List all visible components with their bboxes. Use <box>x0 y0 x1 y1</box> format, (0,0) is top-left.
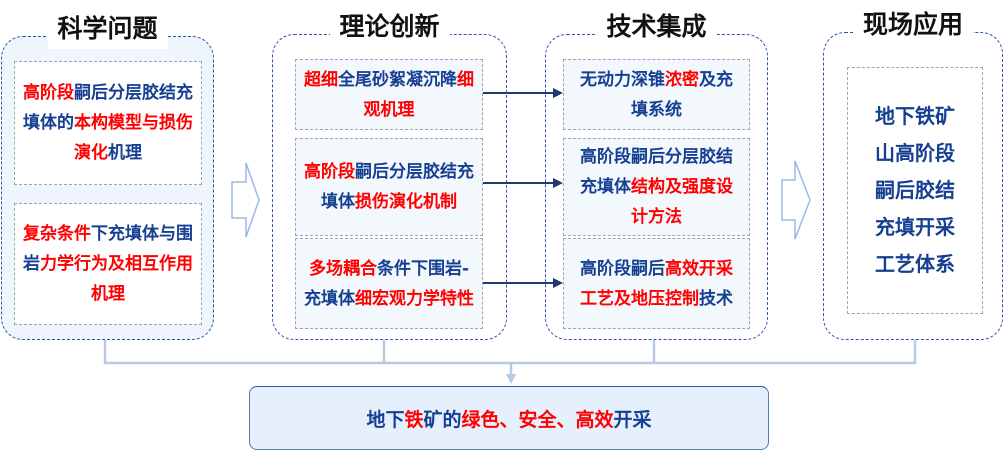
group-title: 现场应用 <box>852 5 974 45</box>
text-segment: 结构及强度设计方法 <box>631 177 733 227</box>
text-segment: 条件下围岩-充填体 <box>304 258 470 309</box>
text-segment: 嗣后分层胶结充填体 <box>321 162 474 212</box>
group-title: 理论创新 <box>329 7 450 47</box>
text-segment: 浓密 <box>665 69 699 90</box>
text-segment: 开采 <box>613 408 652 431</box>
text-segment: 绿色、安全、高效 <box>461 408 614 431</box>
rich-text: 高阶段嗣后高效开采工艺及地压控制技术 <box>564 254 749 314</box>
hollow-right-arrow-icon <box>781 160 811 240</box>
group-field-application: 现场应用 地下铁矿 山高阶段 嗣后胶结 充填开采 工艺体系 <box>823 5 1003 340</box>
group-technology-integration: 技术集成 无动力深锥浓密及充填系统 高阶段嗣后分层胶结充填体结构及强度设计方法 … <box>545 7 768 340</box>
text-segment: 超细 <box>304 69 338 90</box>
text-segment: 技术 <box>699 288 733 309</box>
application-text: 地下铁矿 山高阶段 嗣后胶结 充填开采 工艺体系 <box>875 98 955 283</box>
rich-text: 复杂条件下充填体与围岩力学行为及相互作用机理 <box>15 219 201 309</box>
text-segment: 细宏观力学特性 <box>355 288 474 309</box>
collector-lines <box>103 340 917 378</box>
application-line: 嗣后胶结 <box>875 178 955 202</box>
group-scientific-problems: 科学问题 高阶段嗣后分层胶结充填体的本构模型与损伤演化机理 复杂条件下充填体与围… <box>1 9 214 340</box>
technology-box: 高阶段嗣后高效开采工艺及地压控制技术 <box>563 238 750 329</box>
theory-box: 超细全尾砂絮凝沉降细观机理 <box>295 59 483 130</box>
text-segment: 本构模型与损伤演化 <box>74 113 193 163</box>
application-line: 山高阶段 <box>875 141 955 165</box>
group-title: 技术集成 <box>596 7 717 47</box>
rich-text: 高阶段嗣后分层胶结充填体结构及强度设计方法 <box>564 142 749 232</box>
text-segment: 高阶段嗣后分层胶结充填体 <box>580 147 733 197</box>
text-segment: 高效开采工艺及地压控制 <box>580 258 733 309</box>
rich-text: 无动力深锥浓密及充填系统 <box>564 65 749 125</box>
text-segment: 全尾砂絮凝沉降 <box>338 69 457 90</box>
rich-text: 高阶段嗣后分层胶结充填体的本构模型与损伤演化机理 <box>15 78 201 168</box>
application-box: 地下铁矿 山高阶段 嗣后胶结 充填开采 工艺体系 <box>847 67 983 314</box>
text-segment: 高阶段 <box>23 83 74 103</box>
text-segment: 损伤演化机制 <box>355 192 457 212</box>
text-segment: 地下 <box>366 408 405 431</box>
goal-box: 地下铁矿的绿色、安全、高效开采 <box>249 386 769 450</box>
theory-box: 高阶段嗣后分层胶结充填体损伤演化机制 <box>295 138 483 236</box>
down-arrow-icon <box>506 374 516 384</box>
text-segment: 无动力深锥 <box>580 69 665 90</box>
text-segment: 高阶段 <box>304 162 355 182</box>
text-segment: 矿的 <box>423 408 462 431</box>
theory-box: 多场耦合条件下围岩-充填体细宏观力学特性 <box>295 238 483 329</box>
application-line: 工艺体系 <box>875 252 955 276</box>
rich-text: 超细全尾砂絮凝沉降细观机理 <box>296 65 482 125</box>
goal-text: 地下铁矿的绿色、安全、高效开采 <box>366 405 651 432</box>
hollow-right-arrow-icon <box>231 162 260 238</box>
rich-text: 多场耦合条件下围岩-充填体细宏观力学特性 <box>296 254 482 314</box>
problem-box: 高阶段嗣后分层胶结充填体的本构模型与损伤演化机理 <box>14 61 202 185</box>
text-segment: 多场耦合 <box>308 258 377 279</box>
text-segment: 细观机理 <box>363 69 475 120</box>
text-segment: 力学行为及相互作用机理 <box>40 254 193 304</box>
text-segment: 机理 <box>108 143 142 163</box>
text-segment: 高阶段嗣后 <box>580 258 665 279</box>
problem-box: 复杂条件下充填体与围岩力学行为及相互作用机理 <box>14 203 202 325</box>
text-segment: 铁 <box>404 408 424 431</box>
technology-box: 高阶段嗣后分层胶结充填体结构及强度设计方法 <box>563 138 750 236</box>
group-theoretical-innovation: 理论创新 超细全尾砂絮凝沉降细观机理 高阶段嗣后分层胶结充填体损伤演化机制 多场… <box>272 7 507 340</box>
text-segment: 及充填系统 <box>631 69 733 120</box>
text-segment: 嗣后分层胶结充填体的 <box>23 83 193 133</box>
text-segment: 复杂条件 <box>23 224 91 244</box>
technology-box: 无动力深锥浓密及充填系统 <box>563 59 750 130</box>
text-segment: 下充填体与围岩 <box>23 224 193 274</box>
application-line: 地下铁矿 <box>875 104 955 128</box>
rich-text: 高阶段嗣后分层胶结充填体损伤演化机制 <box>296 157 482 217</box>
application-line: 充填开采 <box>875 215 955 239</box>
group-title: 科学问题 <box>47 9 168 49</box>
